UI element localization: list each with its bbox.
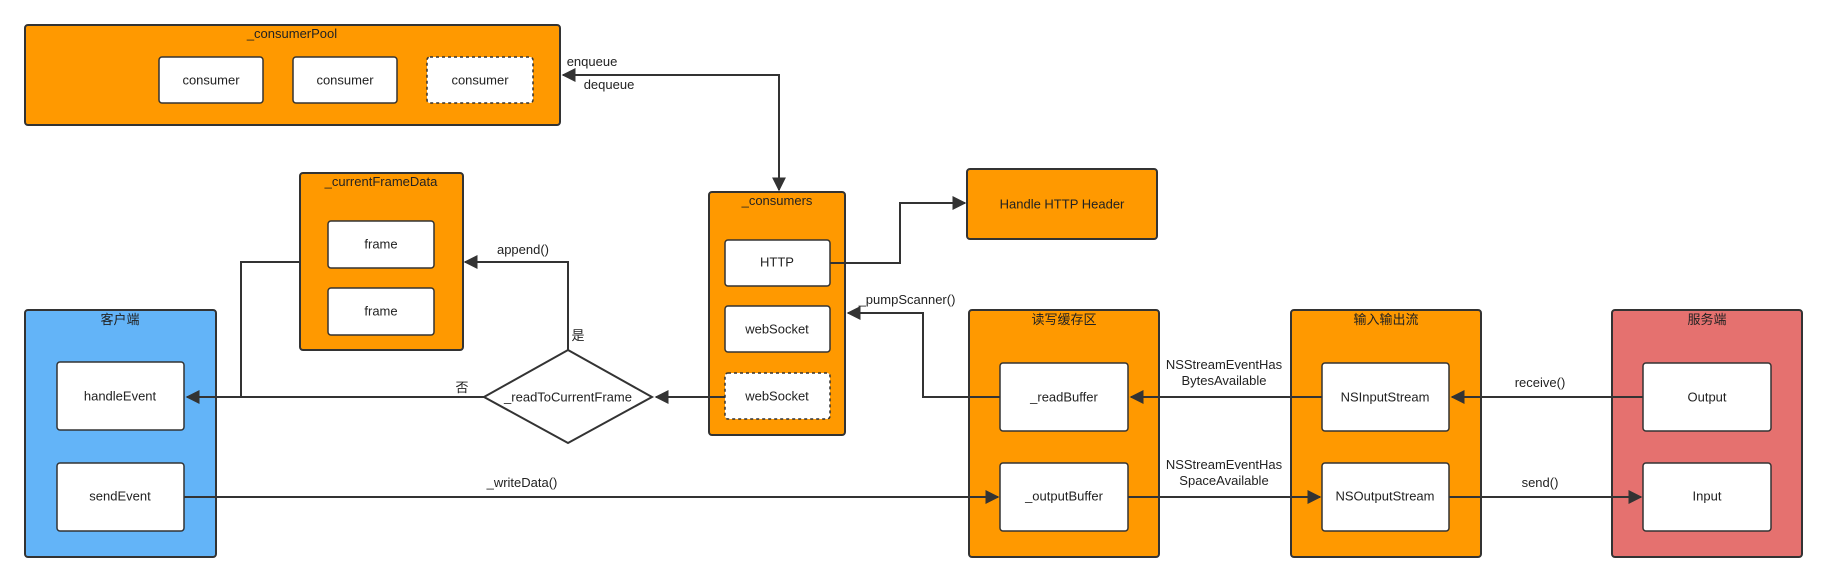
group-rw-buffer-title: 读写缓存区 xyxy=(1031,312,1096,327)
node-input-label: Input xyxy=(1693,488,1722,503)
edge-label-bytes-available-line1: NSStreamEventHas xyxy=(1166,357,1283,372)
node-websocket-2: webSocket xyxy=(724,372,831,420)
node-consumer-3-label: consumer xyxy=(451,72,509,87)
group-io-stream-title: 输入输出流 xyxy=(1353,312,1418,327)
node-read-buffer-label: _readBuffer xyxy=(1029,389,1098,404)
edge-label-space-available-line1: NSStreamEventHas xyxy=(1166,457,1283,472)
node-consumer-3: consumer xyxy=(426,56,534,104)
group-consumer-pool-title: _consumerPool xyxy=(246,26,337,41)
edge-pool-to-consumers xyxy=(561,68,786,192)
edge-label-append: append() xyxy=(497,242,549,257)
node-output-label: Output xyxy=(1687,389,1726,404)
node-output: Output xyxy=(1642,362,1772,432)
edge-label-space-available-line2: SpaceAvailable xyxy=(1179,473,1268,488)
edge-label-pump-scanner: _pumpScanner() xyxy=(858,292,956,307)
node-consumer-2: consumer xyxy=(292,56,398,104)
edge-read-buffer-pump xyxy=(846,306,1000,398)
node-ns-output-stream-label: NSOutputStream xyxy=(1336,488,1435,503)
edge-label-dequeue: dequeue xyxy=(584,77,635,92)
edge-label-write-data: _writeData() xyxy=(486,475,558,490)
node-ns-input-stream: NSInputStream xyxy=(1321,362,1450,432)
node-handle-http-header: Handle HTTP Header xyxy=(966,168,1158,240)
edge-label-enqueue: enqueue xyxy=(567,54,618,69)
node-websocket-1: webSocket xyxy=(724,305,831,353)
node-read-buffer: _readBuffer xyxy=(999,362,1129,432)
edge-label-send: send() xyxy=(1522,475,1559,490)
node-read-to-current-frame-label: _readToCurrentFrame xyxy=(503,389,632,404)
node-handle-event-label: handleEvent xyxy=(84,388,157,403)
edge-frame-data-to-handle xyxy=(240,261,300,397)
node-handle-http-header-label: Handle HTTP Header xyxy=(1000,196,1125,211)
node-frame-2: frame xyxy=(327,287,435,336)
node-output-buffer-label: _outputBuffer xyxy=(1024,488,1103,503)
group-client-title: 客户端 xyxy=(100,312,139,327)
edge-label-yes: 是 xyxy=(571,328,584,343)
node-send-event-label: sendEvent xyxy=(89,488,151,503)
edge-http-to-header xyxy=(830,196,967,264)
group-consumers-title: _consumers xyxy=(741,193,813,208)
edge-label-receive: receive() xyxy=(1515,375,1566,390)
node-frame-1-label: frame xyxy=(364,236,397,251)
node-http: HTTP xyxy=(724,239,831,287)
node-consumer-2-label: consumer xyxy=(316,72,374,87)
group-current-frame-data-title: _currentFrameData xyxy=(324,174,438,189)
node-ns-input-stream-label: NSInputStream xyxy=(1341,389,1430,404)
edge-decision-yes-append xyxy=(463,255,569,350)
node-websocket-1-label: webSocket xyxy=(744,321,809,336)
edge-label-no: 否 xyxy=(455,380,468,395)
node-read-to-current-frame: _readToCurrentFrame xyxy=(481,348,655,445)
node-input: Input xyxy=(1642,462,1772,532)
node-output-buffer: _outputBuffer xyxy=(999,462,1129,532)
node-consumer-1: consumer xyxy=(158,56,264,104)
node-send-event: sendEvent xyxy=(56,462,185,532)
node-http-label: HTTP xyxy=(760,254,794,269)
node-ns-output-stream: NSOutputStream xyxy=(1321,462,1450,532)
node-frame-2-label: frame xyxy=(364,303,397,318)
node-consumer-1-label: consumer xyxy=(182,72,240,87)
edge-label-bytes-available-line2: BytesAvailable xyxy=(1181,373,1266,388)
node-websocket-2-label: webSocket xyxy=(744,388,809,403)
group-server-title: 服务端 xyxy=(1687,312,1726,327)
node-frame-1: frame xyxy=(327,220,435,269)
node-handle-event: handleEvent xyxy=(56,361,185,431)
